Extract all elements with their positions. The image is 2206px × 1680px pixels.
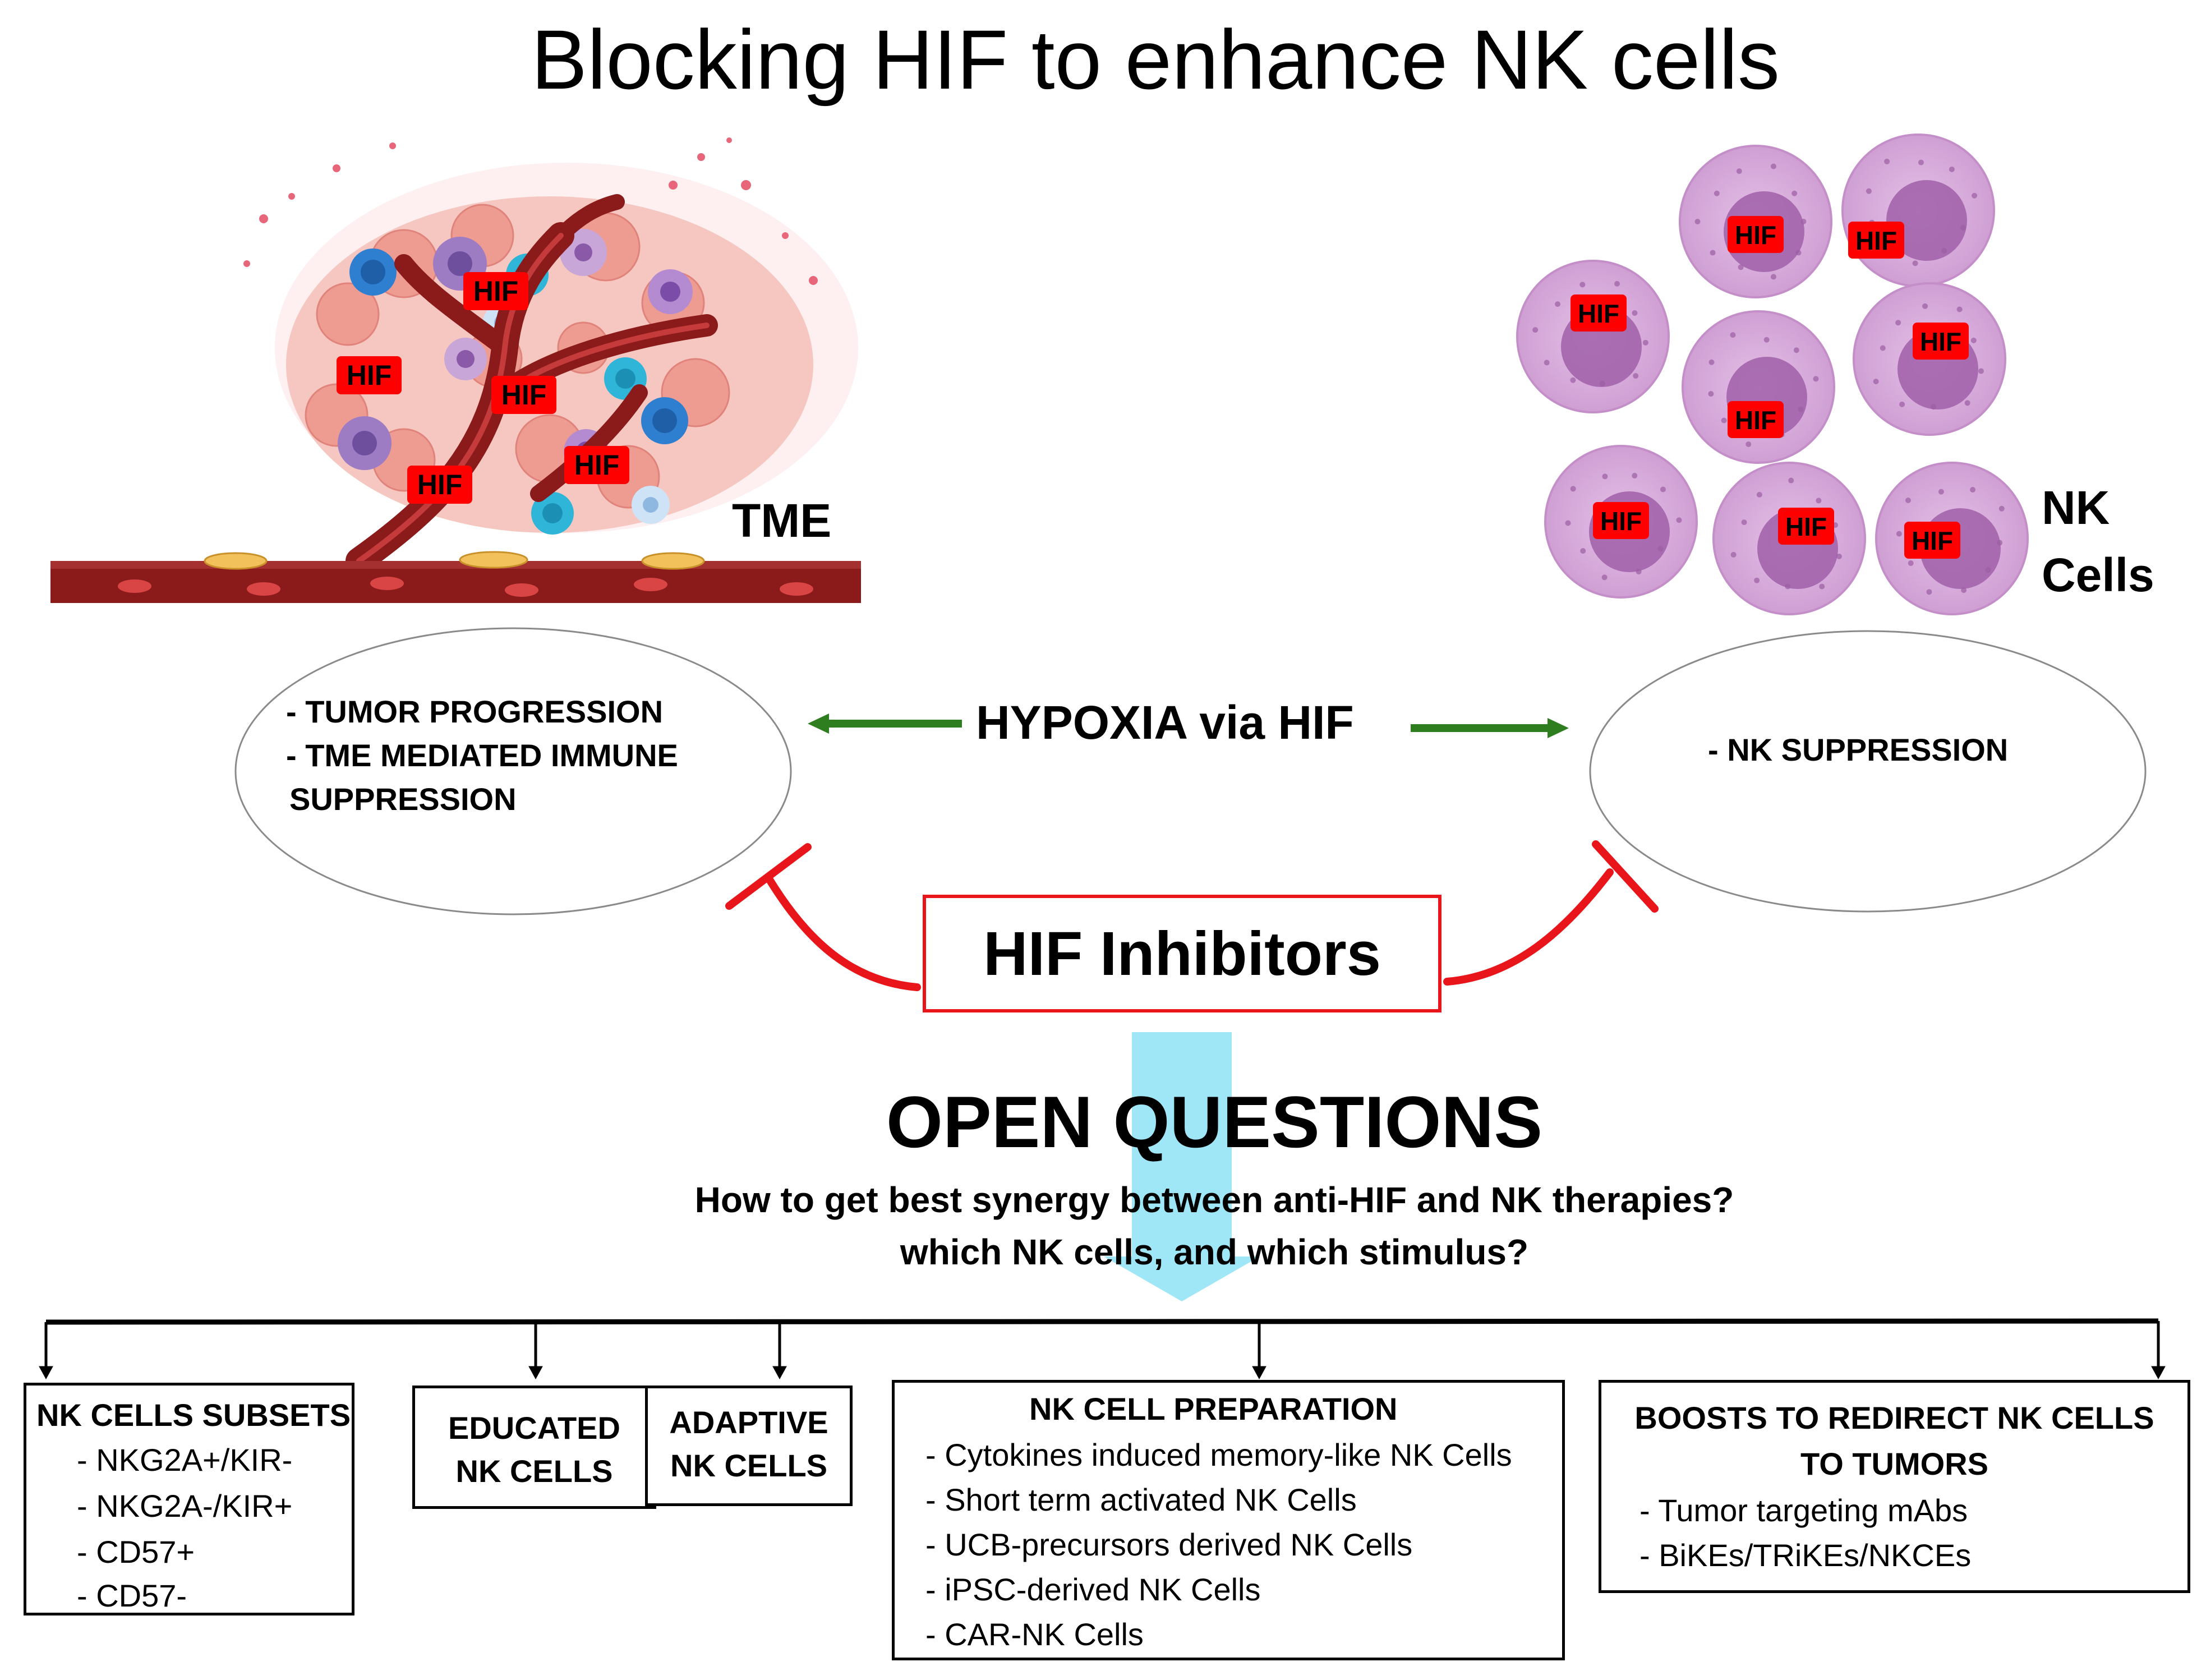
svg-text:HIF: HIF xyxy=(417,469,463,500)
boosts-box: BOOSTS TO REDIRECT NK CELLS TO TUMORS - … xyxy=(1599,1380,2190,1593)
box-title-line: ADAPTIVE xyxy=(669,1405,828,1440)
svg-text:HIF: HIF xyxy=(1855,226,1897,255)
nk-cell: HIF xyxy=(1841,134,1995,287)
nk-cell: HIF xyxy=(1875,462,2029,615)
adaptive-nk-box: ADAPTIVE NK CELLS xyxy=(645,1386,853,1506)
hif-tag: HIF xyxy=(1778,508,1834,545)
hif-inhibitors-label: HIF Inhibitors xyxy=(983,919,1381,988)
box-title: NK CELLS SUBSETS xyxy=(36,1397,351,1433)
hif-tag: HIF xyxy=(491,376,556,414)
hif-tag: HIF xyxy=(1904,522,1960,559)
open-question-line: which NK cells, and which stimulus? xyxy=(900,1232,1529,1272)
nk-cell: HIF xyxy=(1682,310,1835,464)
svg-text:HIF: HIF xyxy=(501,379,547,411)
open-question-line: How to get best synergy between anti-HIF… xyxy=(694,1180,1734,1220)
nk-cell: HIF xyxy=(1516,260,1670,413)
tme-effects-text: - TUMOR PROGRESSION - TME MEDIATED IMMUN… xyxy=(286,690,678,821)
box-item: - NKG2A-/KIR+ xyxy=(77,1488,293,1523)
tme-effects-ellipse xyxy=(234,627,792,915)
box-title-line: NK CELLS xyxy=(670,1448,827,1483)
svg-text:HIF: HIF xyxy=(1912,526,1953,555)
box-item: - Tumor targeting mAbs xyxy=(1639,1493,1968,1528)
effect-line: - TUMOR PROGRESSION xyxy=(286,694,664,729)
nk-cell: HIF xyxy=(1712,462,1866,615)
figure-title: Blocking HIF to enhance NK cells xyxy=(531,12,1780,107)
box-title-line: TO TUMORS xyxy=(1800,1446,1988,1481)
svg-text:HIF: HIF xyxy=(347,360,392,391)
inhibition-curves xyxy=(725,840,1659,991)
nk-effects-text: - NK SUPPRESSION xyxy=(1708,728,2008,772)
hif-tag: HIF xyxy=(1593,502,1649,539)
box-item: - Short term activated NK Cells xyxy=(925,1482,1357,1517)
svg-text:HIF: HIF xyxy=(1920,327,1961,356)
effect-line: SUPPRESSION xyxy=(289,781,517,817)
box-title: NK CELL PREPARATION xyxy=(1029,1391,1398,1426)
nk-subsets-box: NK CELLS SUBSETS - NKG2A+/KIR- - NKG2A-/… xyxy=(24,1383,354,1615)
nk-effects-ellipse xyxy=(1589,630,2147,913)
tme-hif-tags: HIF HIF HIF HIF HIF xyxy=(337,272,629,504)
svg-text:HIF: HIF xyxy=(473,275,519,307)
box-item: - CAR-NK Cells xyxy=(925,1617,1144,1652)
nk-cell: HIF xyxy=(1679,145,1832,298)
box-title-line: EDUCATED xyxy=(448,1410,620,1446)
hif-tag: HIF xyxy=(407,466,472,504)
hif-tag: HIF xyxy=(1571,294,1627,332)
hypoxia-label: HYPOXIA via HIF xyxy=(976,696,1354,749)
nk-cells-label: NK Cells xyxy=(2042,474,2154,609)
svg-text:HIF: HIF xyxy=(574,449,620,481)
hif-tag: HIF xyxy=(1728,401,1784,438)
svg-text:HIF: HIF xyxy=(1735,220,1776,250)
svg-text:HIF: HIF xyxy=(1600,507,1642,536)
box-item: - Cytokines induced memory-like NK Cells xyxy=(925,1437,1512,1472)
box-title-line: BOOSTS TO REDIRECT NK CELLS xyxy=(1634,1400,2154,1435)
box-item: - iPSC-derived NK Cells xyxy=(925,1572,1261,1607)
svg-text:HIF: HIF xyxy=(1735,406,1776,435)
box-item: - CD57- xyxy=(77,1578,187,1613)
box-item: - BiKEs/TRiKEs/NKCEs xyxy=(1639,1538,1972,1573)
hif-tag: HIF xyxy=(1913,323,1969,360)
nk-cells-illustration: HIF HIF HIF HIF HIF HIF HIF HIF xyxy=(1516,134,2029,615)
down-arrow xyxy=(1104,1032,1260,1301)
box-item: - CD57+ xyxy=(77,1534,195,1569)
hypoxia-arrows xyxy=(808,714,1569,738)
hif-tag: HIF xyxy=(337,356,402,394)
effect-line: - NK SUPPRESSION xyxy=(1708,732,2009,767)
hif-tag: HIF xyxy=(564,446,629,484)
nk-cell: HIF xyxy=(1544,445,1698,599)
hif-inhibitors-box: HIF Inhibitors xyxy=(923,895,1442,1012)
hif-tag: HIF xyxy=(1848,222,1904,259)
tme-label: TME xyxy=(732,494,832,547)
box-title-line: NK CELLS xyxy=(455,1453,613,1489)
nk-cell: HIF xyxy=(1853,282,2006,436)
svg-text:HIF: HIF xyxy=(1578,299,1619,328)
hif-tag: HIF xyxy=(463,272,528,310)
educated-nk-box: EDUCATED NK CELLS xyxy=(412,1386,656,1509)
nk-label-line: NK xyxy=(2042,481,2110,534)
box-item: - UCB-precursors derived NK Cells xyxy=(925,1527,1413,1562)
hif-tag: HIF xyxy=(1728,216,1784,253)
connector-tree xyxy=(39,1318,2166,1380)
nk-label-line: Cells xyxy=(2042,549,2154,601)
open-questions-title: OPEN QUESTIONS xyxy=(886,1081,1543,1163)
effect-line: - TME MEDIATED IMMUNE xyxy=(286,738,678,773)
box-item: - NKG2A+/KIR- xyxy=(77,1442,293,1478)
nk-preparation-box: NK CELL PREPARATION - Cytokines induced … xyxy=(892,1380,1565,1660)
svg-text:HIF: HIF xyxy=(1785,512,1827,541)
